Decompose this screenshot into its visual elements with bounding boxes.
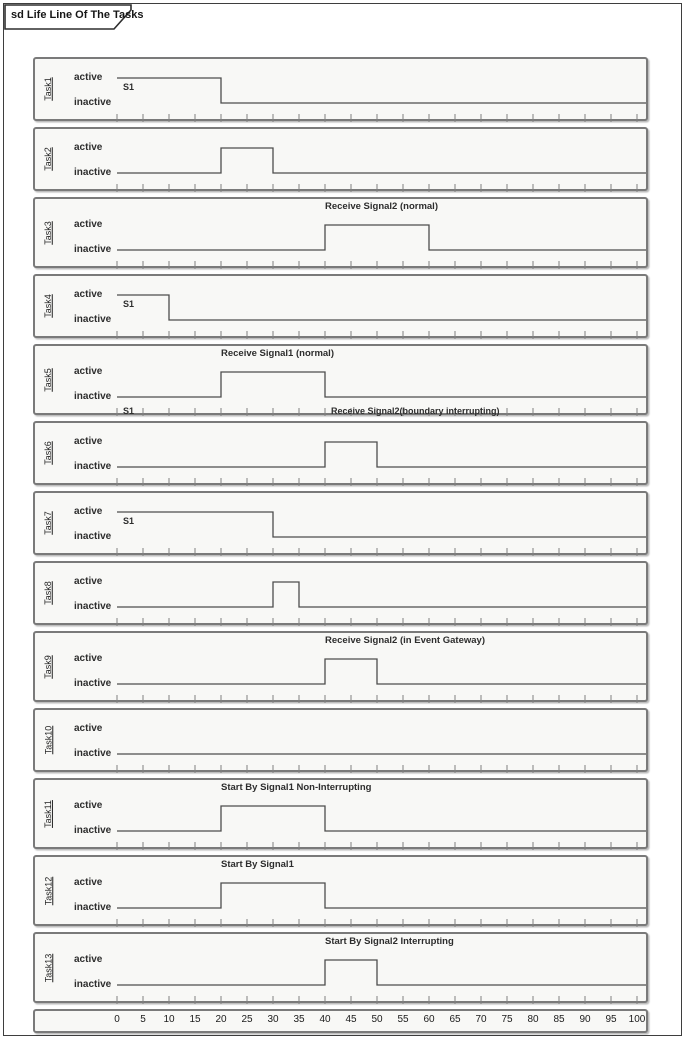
task-panel: Task11 active inactive Start By Signal1 …: [33, 778, 648, 850]
signal-annotation: Receive Signal2 (normal): [325, 201, 438, 212]
signal-s1-label: S1: [123, 516, 135, 526]
timing-waveform: [116, 511, 646, 556]
axis-tick-label: 55: [397, 1014, 409, 1025]
timing-waveform: [116, 224, 646, 269]
axis-tick-label: 95: [605, 1014, 617, 1025]
inactive-state-label: inactive: [74, 678, 112, 689]
inactive-state-label: inactive: [74, 391, 112, 402]
axis-tick-label: 50: [371, 1014, 383, 1025]
inactive-state-label: inactive: [74, 902, 112, 913]
active-state-label: active: [74, 954, 103, 965]
active-state-label: active: [74, 219, 103, 230]
task-panel: Task7 active inactive S1: [33, 491, 648, 556]
inactive-state-label: inactive: [74, 314, 112, 325]
active-state-label: active: [74, 800, 103, 811]
signal-annotation: Receive Signal2 (in Event Gateway): [325, 635, 485, 646]
task-panel: Task3 active inactive Receive Signal2 (n…: [33, 197, 648, 269]
active-state-label: active: [74, 289, 103, 300]
axis-tick-label: 80: [527, 1014, 539, 1025]
axis-tick-label: 45: [345, 1014, 357, 1025]
timing-waveform: [116, 581, 646, 626]
task-panel: Task5 active inactive Receive Signal1 (n…: [33, 344, 648, 416]
axis-tick-label: 75: [501, 1014, 513, 1025]
active-state-label: active: [74, 72, 103, 83]
task-panel: Task4 active inactive S1: [33, 274, 648, 339]
axis-tick-label: 30: [267, 1014, 279, 1025]
inactive-state-label: inactive: [74, 748, 112, 759]
axis-tick-label: 90: [579, 1014, 591, 1025]
task-panel: Task8 active inactive: [33, 561, 648, 626]
inactive-state-label: inactive: [74, 979, 112, 990]
timing-waveform: [116, 371, 646, 416]
inactive-state-label: inactive: [74, 601, 112, 612]
timing-waveform: [116, 882, 646, 927]
signal-annotation: Start By Signal1: [221, 859, 294, 870]
axis-tick-label: 60: [423, 1014, 435, 1025]
active-state-label: active: [74, 142, 103, 153]
task-panel: Task12 active inactive Start By Signal1: [33, 855, 648, 927]
timing-waveform: [116, 147, 646, 192]
active-state-label: active: [74, 436, 103, 447]
signal-annotation: Start By Signal1 Non-Interrupting: [221, 782, 372, 793]
title-tab-shape: [4, 4, 132, 30]
axis-tick-label: 15: [189, 1014, 201, 1025]
timing-waveform: [116, 959, 646, 1004]
task-panel: Task1 active inactive S1: [33, 57, 648, 122]
signal-s1-label: S1: [123, 299, 135, 309]
bottom-signal-label: S1: [123, 406, 135, 416]
inactive-state-label: inactive: [74, 531, 112, 542]
axis-tick-label: 40: [319, 1014, 331, 1025]
time-axis: 0 5 10 15 20 25 30 35 40 45 50 55 60 65 70 75 80 85 90 95 10…: [33, 1009, 648, 1033]
inactive-state-label: inactive: [74, 461, 112, 472]
task-panel: Task6 active inactive: [33, 421, 648, 486]
active-state-label: active: [74, 877, 103, 888]
task-panel: Task13 active inactive Start By Signal2 …: [33, 932, 648, 1004]
axis-tick-label: 65: [449, 1014, 461, 1025]
timing-waveform: [116, 77, 646, 122]
diagram-title-tab: sd Life Line Of The Tasks: [4, 4, 144, 31]
task-panel: Task9 active inactive Receive Signal2 (i…: [33, 631, 648, 703]
axis-tick-label: 70: [475, 1014, 487, 1025]
axis-tick-label: 35: [293, 1014, 305, 1025]
timing-waveform: [116, 658, 646, 703]
timing-waveform: [116, 294, 646, 339]
active-state-label: active: [74, 653, 103, 664]
timing-waveform: [116, 805, 646, 850]
axis-tick-label: 5: [140, 1014, 146, 1025]
axis-tick-label: 100: [628, 1014, 646, 1025]
inactive-state-label: inactive: [74, 167, 112, 178]
active-state-label: active: [74, 576, 103, 587]
timing-waveform: [116, 753, 646, 773]
active-state-label: active: [74, 506, 103, 517]
task-panels-container: Task1 active inactive S1 Task2 active in…: [33, 57, 648, 1004]
active-state-label: active: [74, 366, 103, 377]
axis-tick-label: 20: [215, 1014, 227, 1025]
axis-tick-label: 0: [114, 1014, 120, 1025]
signal-s1-label: S1: [123, 82, 135, 92]
timing-waveform: [116, 441, 646, 486]
inactive-state-label: inactive: [74, 244, 112, 255]
signal-annotation: Receive Signal1 (normal): [221, 348, 334, 359]
signal-annotation: Start By Signal2 Interrupting: [325, 936, 454, 947]
timing-diagram: Task1 active inactive S1 Task2 active in…: [33, 57, 648, 1033]
task-panel: Task2 active inactive: [33, 127, 648, 192]
task-panel: Task10 active inactive: [33, 708, 648, 773]
bottom-signal-label: Receive Signal2(boundary interrupting): [331, 406, 500, 416]
axis-tick-label: 25: [241, 1014, 253, 1025]
diagram-title: sd Life Line Of The Tasks: [11, 9, 144, 21]
axis-tick-label: 85: [553, 1014, 565, 1025]
axis-tick-label: 10: [163, 1014, 175, 1025]
inactive-state-label: inactive: [74, 97, 112, 108]
active-state-label: active: [74, 723, 103, 734]
inactive-state-label: inactive: [74, 825, 112, 836]
